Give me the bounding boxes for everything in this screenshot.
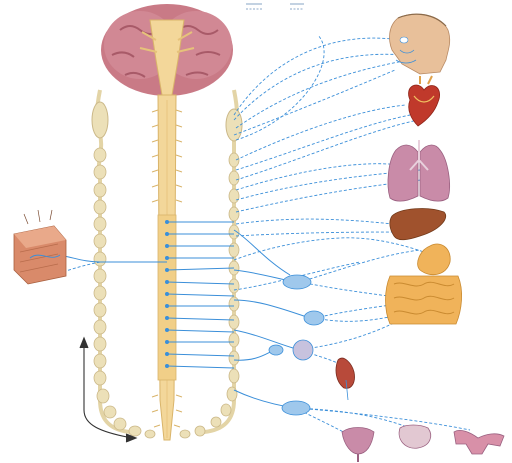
skin-block-icon <box>14 210 66 284</box>
male-reproductive-icon <box>399 425 431 448</box>
adrenal-ganglion-icon <box>293 340 313 360</box>
spinal-cord-icon <box>152 95 182 440</box>
brain-icon <box>101 4 233 96</box>
superior-mesenteric-ganglion-icon <box>304 311 324 325</box>
chain-length-arrow <box>80 338 136 442</box>
heart-icon <box>409 76 440 126</box>
small-ganglion-icon <box>269 345 283 355</box>
bladder-icon <box>342 428 374 463</box>
liver-icon <box>390 209 446 240</box>
inferior-mesenteric-ganglion-icon <box>282 401 310 415</box>
celiac-ganglion-icon <box>283 275 311 289</box>
sympathetic-chain-right <box>180 90 242 438</box>
female-reproductive-icon <box>454 430 504 454</box>
head-icon <box>390 14 450 74</box>
sympathetic-chain-left <box>92 90 155 438</box>
reproductive-icon <box>399 425 504 454</box>
stomach-icon <box>418 244 451 275</box>
intestines-icon <box>386 244 462 324</box>
legend <box>246 4 304 9</box>
kidney-icon <box>336 358 355 400</box>
collateral-ganglia <box>269 275 324 415</box>
